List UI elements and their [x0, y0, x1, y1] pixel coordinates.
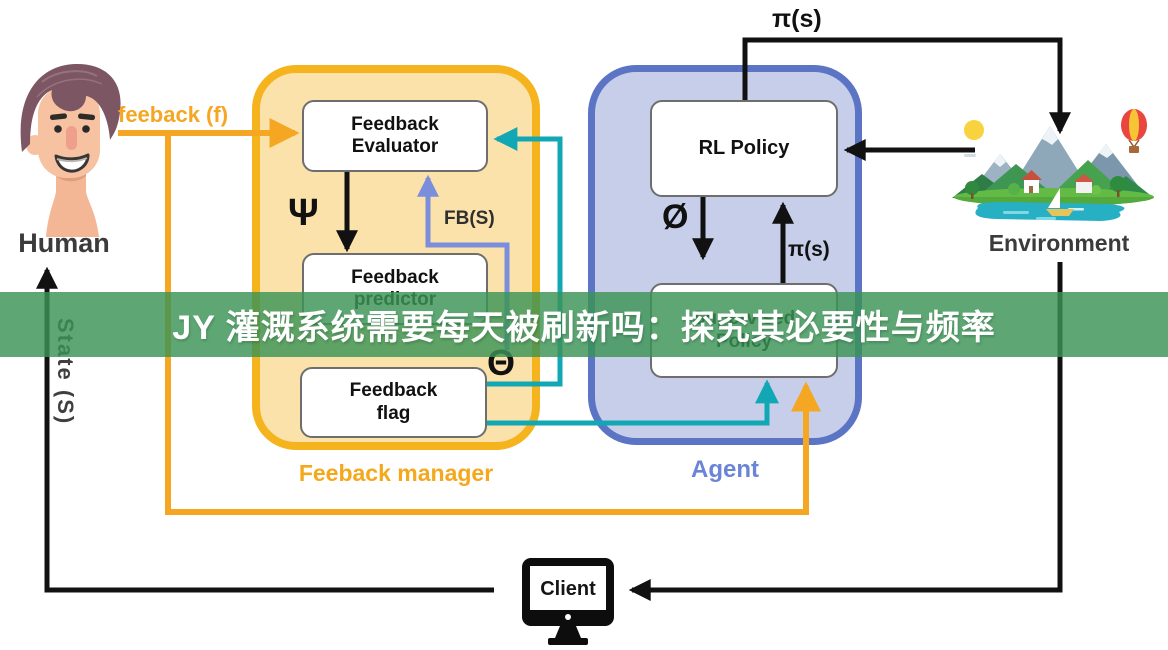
pi-s-top-edge-label: π(s)	[772, 5, 822, 33]
title-banner: JY 灌溉系统需要每天被刷新吗：探究其必要性与频率	[0, 292, 1168, 357]
phi-symbol: Ø	[662, 198, 689, 236]
feedback-flag-node: Feedback flag	[300, 367, 487, 438]
client-label: Client	[540, 577, 596, 600]
fb-s-edge-label: FB(S)	[444, 208, 495, 229]
feedback-f-edge-label: feeback (f)	[118, 102, 229, 127]
client-monitor-icon	[522, 558, 614, 645]
human-label: Human	[18, 228, 110, 258]
environment-label: Environment	[988, 230, 1130, 256]
psi-symbol: Ψ	[288, 192, 319, 234]
rl-policy-node: RL Policy	[650, 100, 838, 197]
pi-s-inner-edge-label: π(s)	[788, 238, 830, 261]
feedback-evaluator-node: Feedback Evaluator	[302, 100, 488, 172]
human-illustration	[20, 64, 121, 237]
feedback-manager-label: Feeback manager	[298, 460, 494, 486]
environment-illustration	[952, 109, 1154, 221]
agent-label: Agent	[691, 456, 759, 483]
title-banner-text: JY 灌溉系统需要每天被刷新吗：探究其必要性与频率	[172, 309, 996, 347]
